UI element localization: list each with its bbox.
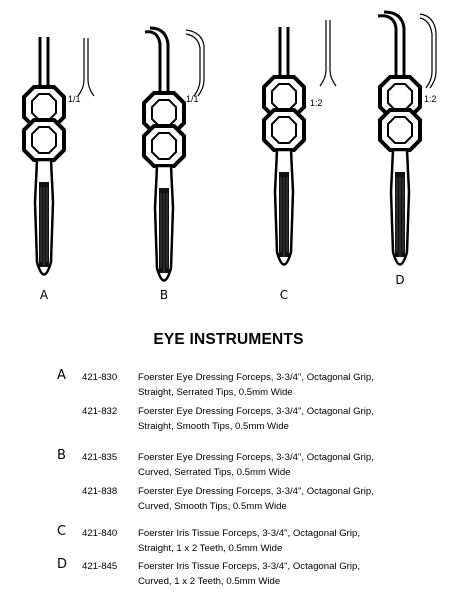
forceps-b-illustration bbox=[142, 26, 186, 283]
scale-label-a: 1/1 bbox=[68, 94, 81, 104]
scale-label-d: 1:2 bbox=[424, 94, 437, 104]
description-line-2: Straight, Serrated Tips, 0.5mm Wide bbox=[138, 387, 293, 398]
description-line-2: Straight, 1 x 2 Teeth, 0.5mm Wide bbox=[138, 543, 283, 554]
entry-description: Foerster Eye Dressing Forceps, 3-3/4", O… bbox=[138, 370, 448, 400]
figure-label-c: C bbox=[279, 288, 289, 302]
tip-detail-b bbox=[185, 29, 205, 97]
catalog-number: 421-838 bbox=[82, 486, 118, 497]
figure-label-a: A bbox=[39, 288, 49, 302]
catalog-entry: 421-832 Foerster Eye Dressing Forceps, 3… bbox=[0, 404, 457, 438]
description-line-1: Foerster Iris Tissue Forceps, 3-3/4", Oc… bbox=[138, 561, 361, 572]
forceps-d-illustration bbox=[377, 10, 422, 267]
entry-description: Foerster Eye Dressing Forceps, 3-3/4", O… bbox=[138, 484, 448, 514]
forceps-a-illustration bbox=[22, 35, 66, 277]
description-line-2: Straight, Smooth Tips, 0.5mm Wide bbox=[138, 421, 289, 432]
section-title: EYE INSTRUMENTS bbox=[153, 331, 304, 348]
description-line-1: Foerster Eye Dressing Forceps, 3-3/4", O… bbox=[138, 486, 374, 497]
description-line-2: Curved, Serrated Tips, 0.5mm Wide bbox=[138, 467, 291, 478]
description-line-2: Curved, 1 x 2 Teeth, 0.5mm Wide bbox=[138, 576, 281, 587]
scale-label-b: 1/1 bbox=[186, 94, 199, 104]
catalog-entry: D 421-845 Foerster Iris Tissue Forceps, … bbox=[0, 557, 457, 593]
entry-group-letter: B bbox=[57, 448, 66, 463]
entry-description: Foerster Eye Dressing Forceps, 3-3/4", O… bbox=[138, 404, 448, 434]
catalog-number: 421-830 bbox=[82, 372, 118, 383]
figure-label-d: D bbox=[395, 273, 405, 287]
catalog-number: 421-845 bbox=[82, 561, 118, 572]
description-line-2: Curved, Smooth Tips, 0.5mm Wide bbox=[138, 501, 287, 512]
scale-label-c: 1:2 bbox=[310, 98, 323, 108]
forceps-illustrations bbox=[22, 10, 437, 283]
catalog-entry: A 421-830 Foerster Eye Dressing Forceps,… bbox=[0, 368, 457, 404]
description-line-1: Foerster Eye Dressing Forceps, 3-3/4", O… bbox=[138, 452, 374, 463]
entry-description: Foerster Eye Dressing Forceps, 3-3/4", O… bbox=[138, 450, 448, 480]
tip-detail-a bbox=[77, 38, 95, 97]
entry-group-letter: A bbox=[57, 368, 66, 383]
catalog-number: 421-835 bbox=[82, 452, 118, 463]
description-line-1: Foerster Eye Dressing Forceps, 3-3/4", O… bbox=[138, 372, 374, 383]
catalog-entry: 421-838 Foerster Eye Dressing Forceps, 3… bbox=[0, 484, 457, 518]
tip-detail-d bbox=[419, 13, 437, 89]
catalog-number: 421-832 bbox=[82, 406, 118, 417]
catalog-entry: B 421-835 Foerster Eye Dressing Forceps,… bbox=[0, 448, 457, 484]
entry-group-letter: C bbox=[57, 524, 67, 539]
catalog-number: 421-840 bbox=[82, 528, 118, 539]
forceps-c-illustration bbox=[262, 25, 306, 267]
catalog-entry: C 421-840 Foerster Iris Tissue Forceps, … bbox=[0, 524, 457, 560]
tip-detail-c bbox=[319, 20, 337, 87]
entry-description: Foerster Iris Tissue Forceps, 3-3/4", Oc… bbox=[138, 526, 448, 556]
description-line-1: Foerster Iris Tissue Forceps, 3-3/4", Oc… bbox=[138, 528, 361, 539]
figure-label-b: B bbox=[159, 288, 169, 302]
entry-description: Foerster Iris Tissue Forceps, 3-3/4", Oc… bbox=[138, 559, 448, 589]
entry-group-letter: D bbox=[57, 557, 68, 572]
description-line-1: Foerster Eye Dressing Forceps, 3-3/4", O… bbox=[138, 406, 374, 417]
